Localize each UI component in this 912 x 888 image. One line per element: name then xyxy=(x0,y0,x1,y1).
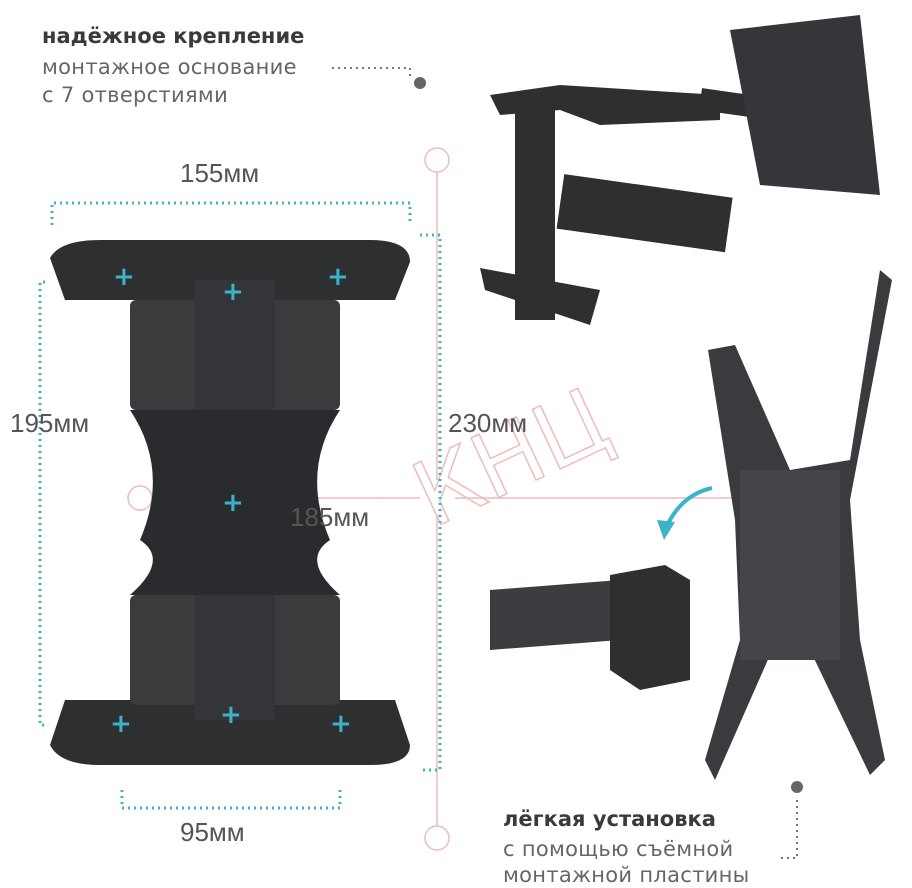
dimension-height-right: 230мм xyxy=(448,408,528,438)
wall-plate: + + + + + + + xyxy=(50,240,410,765)
dimension-inner-height: 185мм xyxy=(290,502,370,532)
svg-text:+: + xyxy=(327,262,349,292)
vesa-plate xyxy=(705,270,892,780)
dimension-height-left: 195мм xyxy=(10,408,90,438)
leader-dot-icon xyxy=(414,77,426,89)
bottom-caption-line1: с помощью съёмной xyxy=(503,837,734,861)
top-caption-line2: с 7 отверстиями xyxy=(42,83,229,107)
svg-text:+: + xyxy=(330,709,352,739)
svg-text:+: + xyxy=(220,700,242,730)
leader-dot-icon xyxy=(791,781,803,793)
svg-text:+: + xyxy=(110,709,132,739)
svg-text:+: + xyxy=(222,277,244,307)
bottom-caption-title: лёгкая установка xyxy=(503,807,716,831)
top-caption-title: надёжное крепление xyxy=(42,24,305,48)
svg-text:+: + xyxy=(222,488,244,518)
mount-arm xyxy=(480,15,880,325)
dimension-width-bottom: 95мм xyxy=(180,817,245,847)
arm-end-with-bracket xyxy=(490,565,690,690)
dimension-width-top: 155мм xyxy=(180,158,260,188)
svg-text:+: + xyxy=(113,262,135,292)
bottom-caption-line2: монтажной пластины xyxy=(503,863,750,887)
top-caption-line1: монтажное основание xyxy=(42,55,297,79)
svg-text:КНЦ: КНЦ xyxy=(398,368,625,548)
